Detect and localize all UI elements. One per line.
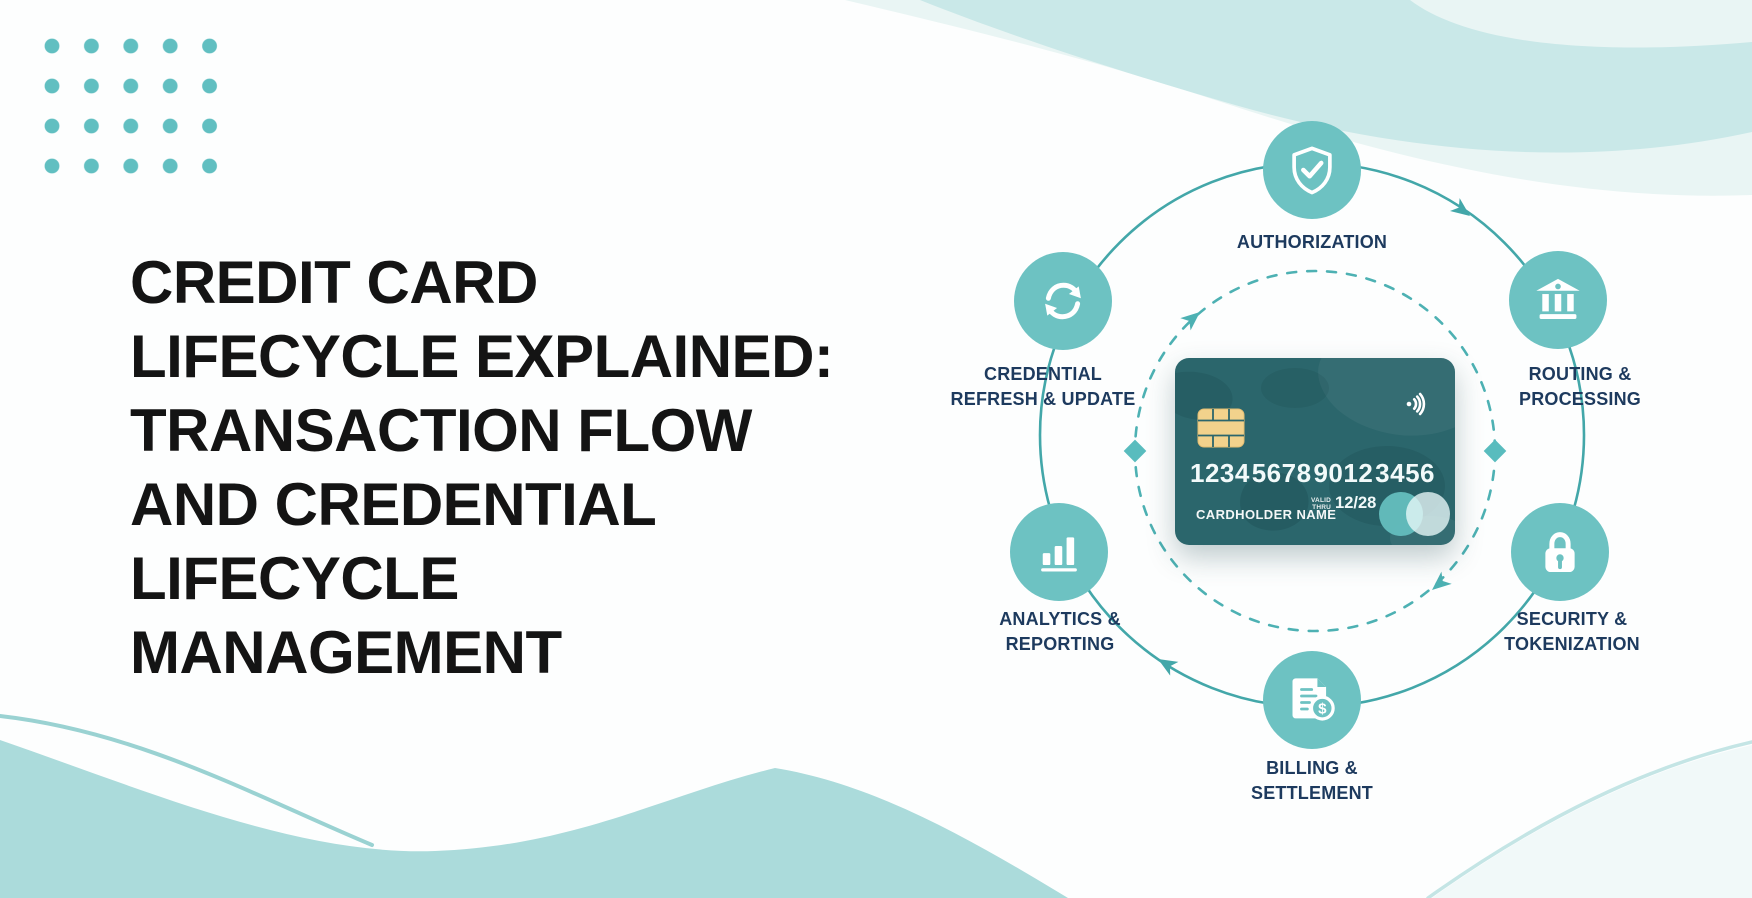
chip-icon [1197,408,1245,448]
valid-thru-label: VALID THRU [1311,497,1331,511]
label-line: REFRESH & UPDATE [950,389,1136,409]
node-label-analytics: ANALYTICS & REPORTING [940,607,1180,657]
dashed-arrow-icon [1432,571,1452,590]
label-line: SECURITY & [1516,609,1628,629]
valid-thru-block: VALID THRU 12/28 [1311,494,1376,513]
node-analytics [1010,503,1108,601]
bar-chart-icon [1041,537,1077,572]
card-number: 1234 5678 9012 3456 [1175,458,1455,489]
node-label-credential: CREDENTIAL REFRESH & UPDATE [898,362,1188,412]
node-authorization [1263,121,1361,219]
node-label-billing: BILLING & SETTLEMENT [1192,756,1432,806]
bottom-left-wave [0,740,1068,898]
card-number-group: 5678 [1251,458,1312,488]
card-number-group: 3456 [1375,458,1435,488]
thru-word: THRU [1312,503,1332,511]
node-routing [1509,251,1607,349]
label-line: ANALYTICS & [999,609,1121,629]
node-label-authorization: AUTHORIZATION [1162,230,1462,255]
dots-grid [42,36,239,196]
page-title: CREDIT CARD LIFECYCLE EXPLAINED: TRANSAC… [130,246,850,690]
bank-icon [1536,278,1580,319]
label-line: SETTLEMENT [1251,783,1373,803]
contactless-icon [1406,392,1426,416]
refresh-icon [1045,282,1081,320]
label-line: BILLING & [1266,758,1358,778]
title-line: TRANSACTION FLOW [130,397,752,464]
dashed-arrow-icon [1180,312,1200,331]
node-credential [1014,252,1112,350]
node-label-security: SECURITY & TOKENIZATION [1452,607,1692,657]
card-number-group: 9012 [1313,458,1374,488]
svg-text:$: $ [1318,701,1327,718]
label-line: PROCESSING [1518,389,1642,409]
diamond-marker [1123,439,1147,463]
credit-card: 1234 5678 9012 3456 CARDHOLDER NAME VALI… [1175,358,1455,545]
label-line: CREDENTIAL [984,364,1102,384]
shield-check-icon [1292,146,1332,195]
bottom-right-wave-line [1426,740,1752,898]
bottom-right-pale-fill [1432,745,1752,898]
card-expiry: 12/28 [1335,494,1377,512]
clockwise-arrow-icon [1158,659,1179,676]
title-line: MANAGEMENT [130,619,562,686]
padlock-icon [1545,532,1575,573]
title-line: CREDIT CARD [130,249,538,316]
node-label-routing: ROUTING & PROCESSING [1468,362,1692,412]
label-line: ROUTING & [1528,364,1632,384]
title-line: LIFECYCLE EXPLAINED: [130,323,834,390]
card-number-group: 1234 [1190,458,1250,488]
label-line: TOKENIZATION [1504,634,1640,654]
clockwise-arrow-icon [1450,198,1470,216]
bottom-left-wave-line [0,714,374,847]
valid-word: VALID [1311,496,1332,504]
label-line: AUTHORIZATION [1236,232,1388,252]
title-line: LIFECYCLE [130,545,459,612]
top-right-mint-wave [920,0,1752,153]
node-security [1511,503,1609,601]
card-brand-circle [1406,492,1450,536]
label-line: REPORTING [1005,634,1115,654]
title-line: AND CREDENTIAL [130,471,657,538]
invoice-dollar-icon: $ [1292,678,1335,721]
diamond-marker [1483,439,1507,463]
node-billing: $ [1263,651,1361,749]
cardholder-name-label: CARDHOLDER NAME [1196,507,1337,522]
